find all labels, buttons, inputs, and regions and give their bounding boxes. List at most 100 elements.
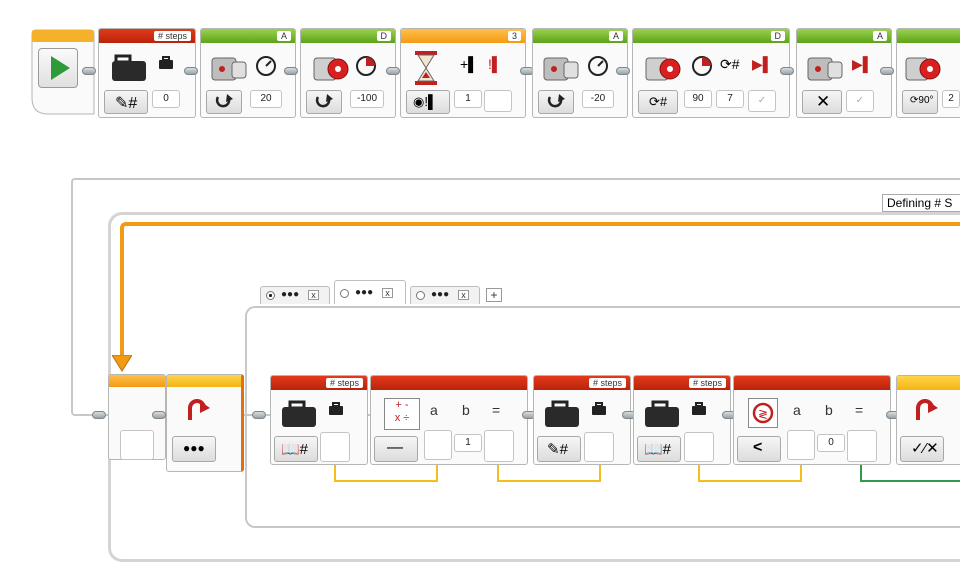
brake-icon: ▶▌ — [752, 56, 773, 72]
variable-name-tag: # steps — [688, 378, 726, 388]
result-plug[interactable] — [847, 430, 877, 462]
variable-name-tag: # steps — [588, 378, 626, 388]
sequence-connector[interactable] — [616, 67, 630, 75]
input-a-plug[interactable] — [787, 430, 815, 460]
output-plug[interactable] — [684, 432, 714, 462]
math-operations-icon: + -x ÷ — [384, 398, 420, 430]
comment-box[interactable]: Defining # S — [882, 194, 960, 212]
port-tag: A — [608, 31, 623, 41]
port-tag: D — [770, 31, 785, 41]
input-a-label: a — [793, 402, 801, 418]
loop-condition-plug[interactable] — [120, 430, 154, 460]
sequence-connector[interactable] — [780, 67, 794, 75]
case-radio-selected[interactable] — [266, 291, 275, 300]
port-tag: D — [376, 31, 391, 41]
close-tab-button[interactable]: x — [308, 290, 319, 300]
output-plug[interactable] — [484, 90, 512, 112]
input-a-plug[interactable] — [424, 430, 452, 460]
power-input[interactable]: 90 — [684, 90, 712, 108]
sequence-connector[interactable] — [184, 67, 198, 75]
briefcase-icon — [543, 398, 583, 430]
input-b-field[interactable]: 0 — [817, 434, 845, 452]
rotate-icon[interactable] — [306, 90, 342, 114]
briefcase-icon — [643, 398, 683, 430]
result-label: = — [855, 402, 864, 418]
data-wire-yellow-1 — [334, 462, 438, 482]
logic-mode-icon[interactable]: ✓⁄✕ — [900, 436, 944, 462]
sequence-connector[interactable] — [82, 67, 96, 75]
small-briefcase-icon — [328, 402, 344, 416]
threshold-input[interactable]: 1 — [454, 90, 482, 108]
compare-icon: ≷ — [748, 398, 778, 428]
less-than-icon[interactable]: < — [737, 436, 781, 462]
result-plug[interactable] — [484, 430, 514, 462]
case-radio[interactable] — [340, 289, 349, 298]
sequence-connector[interactable] — [92, 411, 106, 419]
brake-checkbox[interactable]: ✓ — [748, 90, 776, 112]
compare-icon[interactable]: ◉!▌ — [406, 90, 450, 114]
case-radio[interactable] — [416, 291, 425, 300]
loop-feedback-wire — [120, 222, 960, 362]
switch-icon — [182, 398, 212, 426]
data-wire-yellow-3 — [698, 462, 802, 482]
sequence-connector[interactable] — [152, 411, 166, 419]
input-a-label: a — [430, 402, 438, 418]
medium-motor-icon — [806, 52, 846, 86]
input-b-label: b — [825, 402, 833, 418]
data-wire-yellow-2 — [497, 462, 601, 482]
close-tab-button[interactable]: x — [382, 288, 393, 298]
switch-case-body — [245, 306, 960, 528]
pencil-hash-icon[interactable]: ✎# — [104, 90, 148, 114]
close-tab-button[interactable]: x — [458, 290, 469, 300]
rotations-input[interactable]: 7 — [716, 90, 744, 108]
small-briefcase-icon — [691, 402, 707, 416]
svg-text:≷: ≷ — [758, 407, 768, 421]
brake-icon: ▶▌ — [852, 56, 873, 72]
speed-dial-icon — [254, 54, 278, 78]
sequence-connector[interactable] — [880, 67, 894, 75]
switch-case-tab-2[interactable]: ●●● x — [334, 280, 406, 304]
book-hash-icon[interactable]: 📖# — [274, 436, 318, 462]
pencil-hash-icon[interactable]: ✎# — [537, 436, 581, 462]
power-input[interactable]: -100 — [350, 90, 384, 108]
case-icon: ●●● — [355, 287, 374, 298]
degrees-icon[interactable]: ⟳90° — [902, 90, 938, 114]
sequence-connector[interactable] — [284, 67, 298, 75]
variable-name-tag: # steps — [325, 378, 363, 388]
switch-mode-icon[interactable]: ●●● — [172, 436, 216, 462]
power-input[interactable]: -20 — [582, 90, 614, 108]
add-case-button[interactable]: + — [486, 288, 502, 302]
port-tag: A — [276, 31, 291, 41]
output-plug[interactable] — [320, 432, 350, 462]
switch-case-tab-1[interactable]: ●●● x — [260, 286, 330, 304]
sequence-connector[interactable] — [386, 67, 400, 75]
subtract-icon[interactable]: — — [374, 436, 418, 462]
value-input[interactable]: 0 — [152, 90, 180, 108]
result-label: = — [492, 402, 501, 418]
large-motor-icon — [644, 52, 684, 86]
brake-checkbox[interactable]: ✓ — [846, 90, 874, 112]
briefcase-icon — [280, 398, 320, 430]
rotations-count-icon: ⟳# — [720, 56, 740, 72]
power-input[interactable]: 20 — [250, 90, 282, 108]
rotations-icon[interactable]: ⟳# — [638, 90, 678, 114]
hourglass-icon — [412, 50, 440, 86]
value-plug[interactable] — [584, 432, 614, 462]
briefcase-icon — [110, 52, 150, 84]
data-wire-green — [860, 460, 960, 482]
switch-case-tab-3[interactable]: ●●● x — [410, 286, 480, 304]
small-briefcase-icon — [158, 56, 174, 70]
small-briefcase-icon — [591, 402, 607, 416]
sensor-value-icon: +▌ — [460, 56, 479, 72]
compare-value-icon: !▌ — [488, 56, 502, 72]
play-icon[interactable] — [38, 48, 78, 88]
input-b-field[interactable]: 1 — [454, 434, 482, 452]
rotate-icon[interactable] — [206, 90, 242, 114]
book-hash-icon[interactable]: 📖# — [637, 436, 681, 462]
rotate-icon[interactable] — [538, 90, 574, 114]
medium-motor-icon — [210, 52, 250, 86]
loop-arrow-icon — [112, 355, 132, 375]
off-icon[interactable]: ✕ — [802, 90, 842, 114]
sequence-connector[interactable] — [252, 411, 266, 419]
degrees-input[interactable]: 2 — [942, 90, 960, 108]
